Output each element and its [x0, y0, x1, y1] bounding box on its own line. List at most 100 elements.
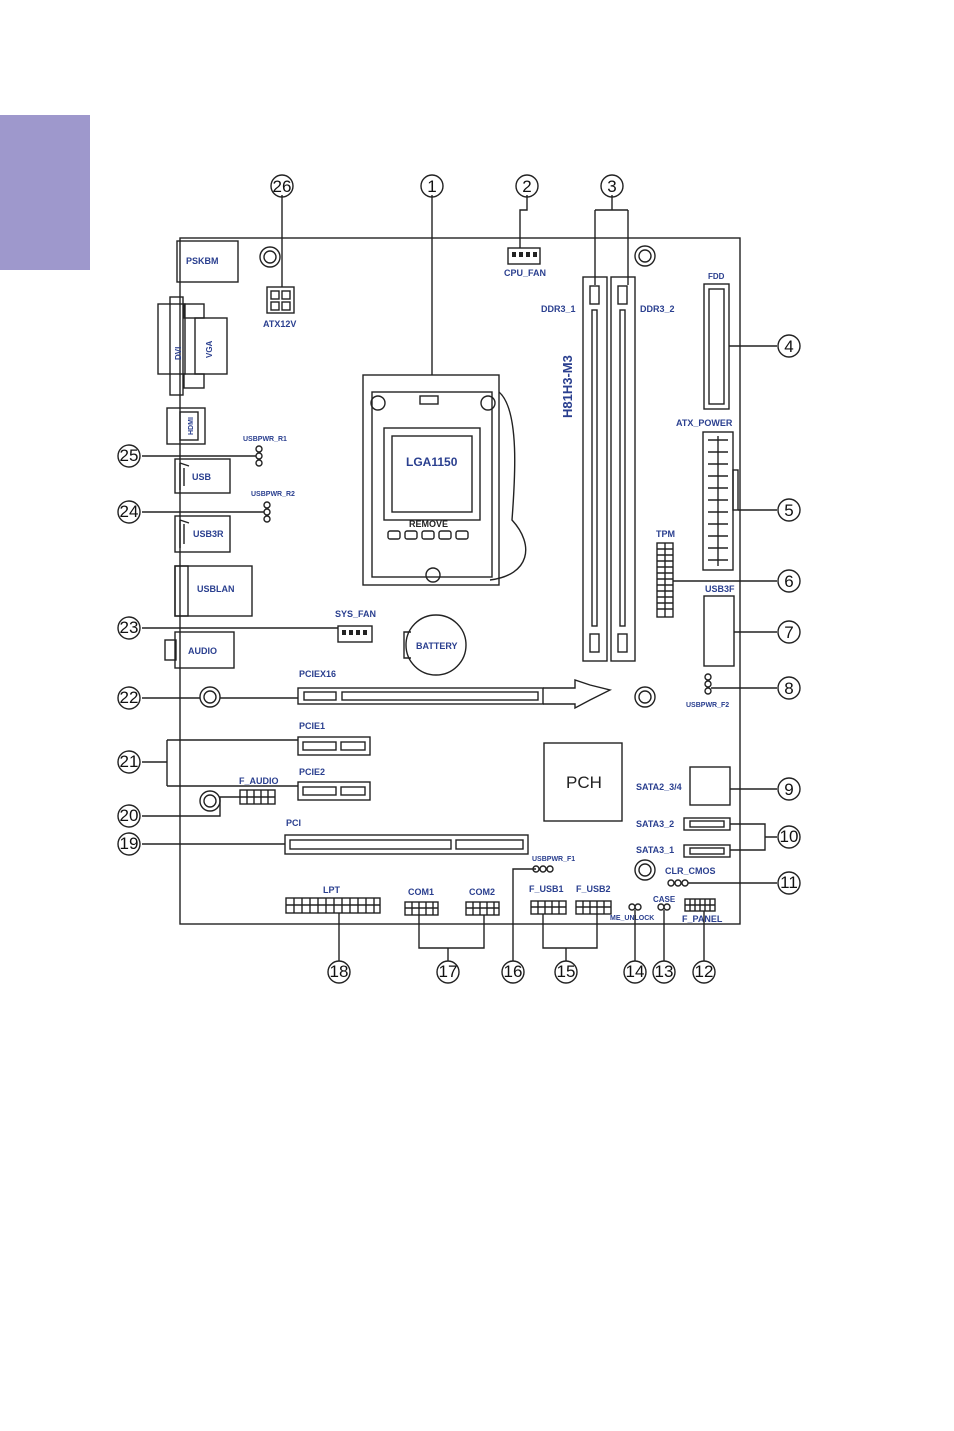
tpm-header: TPM: [656, 529, 675, 618]
svg-text:USBLAN: USBLAN: [197, 584, 235, 594]
sata-connectors: SATA2_3/4 SATA3_2 SATA3_1: [636, 766, 731, 858]
svg-text:PCIE2: PCIE2: [299, 767, 325, 777]
svg-text:PCIEX16: PCIEX16: [299, 669, 336, 679]
callout-21: 21: [117, 750, 141, 774]
svg-text:11: 11: [780, 873, 798, 892]
cpu-fan-header: CPU_FAN: [504, 247, 546, 278]
callout-5: 5: [777, 498, 801, 522]
svg-text:AUDIO: AUDIO: [188, 646, 217, 656]
svg-text:REMOVE: REMOVE: [409, 519, 448, 529]
pci-slot: PCI: [284, 818, 529, 855]
svg-text:3: 3: [607, 177, 616, 196]
pskbm-port: PSKBM: [176, 240, 239, 283]
lpt-header: LPT: [285, 885, 381, 914]
com2-header: COM2: [465, 887, 500, 916]
callout-25: 25: [117, 444, 141, 468]
svg-text:SYS_FAN: SYS_FAN: [335, 609, 376, 619]
callout-23: 23: [117, 616, 141, 640]
svg-text:F_USB1: F_USB1: [529, 884, 564, 894]
usbpwr-r2-jumper: USBPWR_R2: [251, 491, 295, 523]
svg-text:LPT: LPT: [323, 885, 341, 895]
svg-text:SATA2_3/4: SATA2_3/4: [636, 782, 682, 792]
svg-text:LGA1150: LGA1150: [406, 455, 458, 469]
svg-text:8: 8: [784, 679, 793, 698]
callout-12: 12: [692, 960, 716, 984]
svg-text:CASE: CASE: [653, 895, 676, 904]
svg-text:F_AUDIO: F_AUDIO: [239, 776, 279, 786]
me-unlock-jumper: ME_UNLOCK: [610, 903, 654, 922]
callout-6: 6: [777, 569, 801, 593]
svg-text:USB: USB: [192, 472, 212, 482]
svg-text:22: 22: [120, 688, 139, 707]
f-audio-header: F_AUDIO: [239, 776, 279, 805]
atx-power-connector: ATX_POWER: [676, 418, 739, 571]
pcie1-slot: PCIE1: [297, 721, 371, 756]
svg-text:CPU_FAN: CPU_FAN: [504, 268, 546, 278]
dvi-vga-port: DVI VGA: [157, 296, 228, 396]
svg-text:HDMI: HDMI: [188, 417, 195, 435]
svg-text:COM2: COM2: [469, 887, 495, 897]
callout-4: 4: [777, 334, 801, 358]
svg-text:14: 14: [626, 962, 645, 981]
fdd-connector: FDD: [703, 272, 730, 410]
svg-text:16: 16: [504, 962, 523, 981]
svg-text:COM1: COM1: [408, 887, 434, 897]
case-jumper: CASE: [653, 895, 676, 911]
svg-text:ATX_POWER: ATX_POWER: [676, 418, 733, 428]
chapter-tab: [0, 115, 90, 270]
svg-text:USBPWR_R1: USBPWR_R1: [243, 436, 287, 443]
svg-text:10: 10: [780, 827, 799, 846]
svg-text:TPM: TPM: [656, 529, 675, 539]
svg-text:ME_UNLOCK: ME_UNLOCK: [610, 915, 654, 922]
callout-3: 3: [600, 174, 624, 198]
svg-text:USB3R: USB3R: [193, 529, 224, 539]
callout-13: 13: [652, 960, 676, 984]
svg-text:DDR3_2: DDR3_2: [640, 304, 675, 314]
callout-1: 1: [420, 174, 444, 198]
callout-17: 17: [436, 960, 460, 984]
svg-text:PCI: PCI: [286, 818, 301, 828]
pch-chipset: PCH: [543, 742, 623, 822]
callout-18: 18: [327, 960, 351, 984]
leader-lines: [142, 195, 777, 961]
usbpwr-r1-jumper: USBPWR_R1: [243, 436, 287, 467]
callout-8: 8: [777, 676, 801, 700]
svg-text:PCH: PCH: [566, 773, 602, 792]
callout-10: 10: [777, 825, 801, 849]
hdmi-port: HDMI: [166, 407, 206, 445]
svg-text:ATX12V: ATX12V: [263, 319, 296, 329]
usb3f-header: USB3F: [703, 584, 735, 667]
svg-text:24: 24: [120, 502, 139, 521]
callout-14: 14: [623, 960, 647, 984]
pciex16-slot: PCIEX16: [297, 669, 613, 710]
callout-2: 2: [515, 174, 539, 198]
svg-text:BATTERY: BATTERY: [416, 641, 458, 651]
callout-22: 22: [117, 686, 141, 710]
svg-text:CLR_CMOS: CLR_CMOS: [665, 866, 716, 876]
svg-text:17: 17: [439, 962, 458, 981]
svg-text:25: 25: [120, 446, 139, 465]
svg-text:2: 2: [522, 177, 531, 196]
battery: BATTERY: [403, 614, 467, 676]
cpu-socket: LGA1150 REMOVE: [362, 374, 527, 586]
svg-text:19: 19: [120, 834, 139, 853]
svg-text:PCIE1: PCIE1: [299, 721, 325, 731]
pcie2-slot: PCIE2: [297, 767, 371, 801]
svg-text:USBPWR_R2: USBPWR_R2: [251, 491, 295, 498]
svg-text:DDR3_1: DDR3_1: [541, 304, 576, 314]
callout-16: 16: [501, 960, 525, 984]
svg-text:H81H3-M3: H81H3-M3: [560, 355, 575, 418]
audio-port: AUDIO: [164, 631, 235, 669]
atx12v-connector: ATX12V: [263, 286, 296, 329]
svg-text:VGA: VGA: [205, 340, 214, 358]
usb-port: USB: [174, 458, 231, 494]
callout-9: 9: [777, 777, 801, 801]
svg-text:F_USB2: F_USB2: [576, 884, 611, 894]
svg-text:12: 12: [695, 962, 714, 981]
usb3r-port: USB3R: [174, 515, 231, 553]
svg-text:SATA3_2: SATA3_2: [636, 819, 674, 829]
svg-text:DVI: DVI: [174, 347, 183, 360]
svg-text:USBPWR_F1: USBPWR_F1: [532, 856, 575, 863]
ddr3-slots: DDR3_1 DDR3_2 H81H3-M3: [541, 276, 675, 662]
